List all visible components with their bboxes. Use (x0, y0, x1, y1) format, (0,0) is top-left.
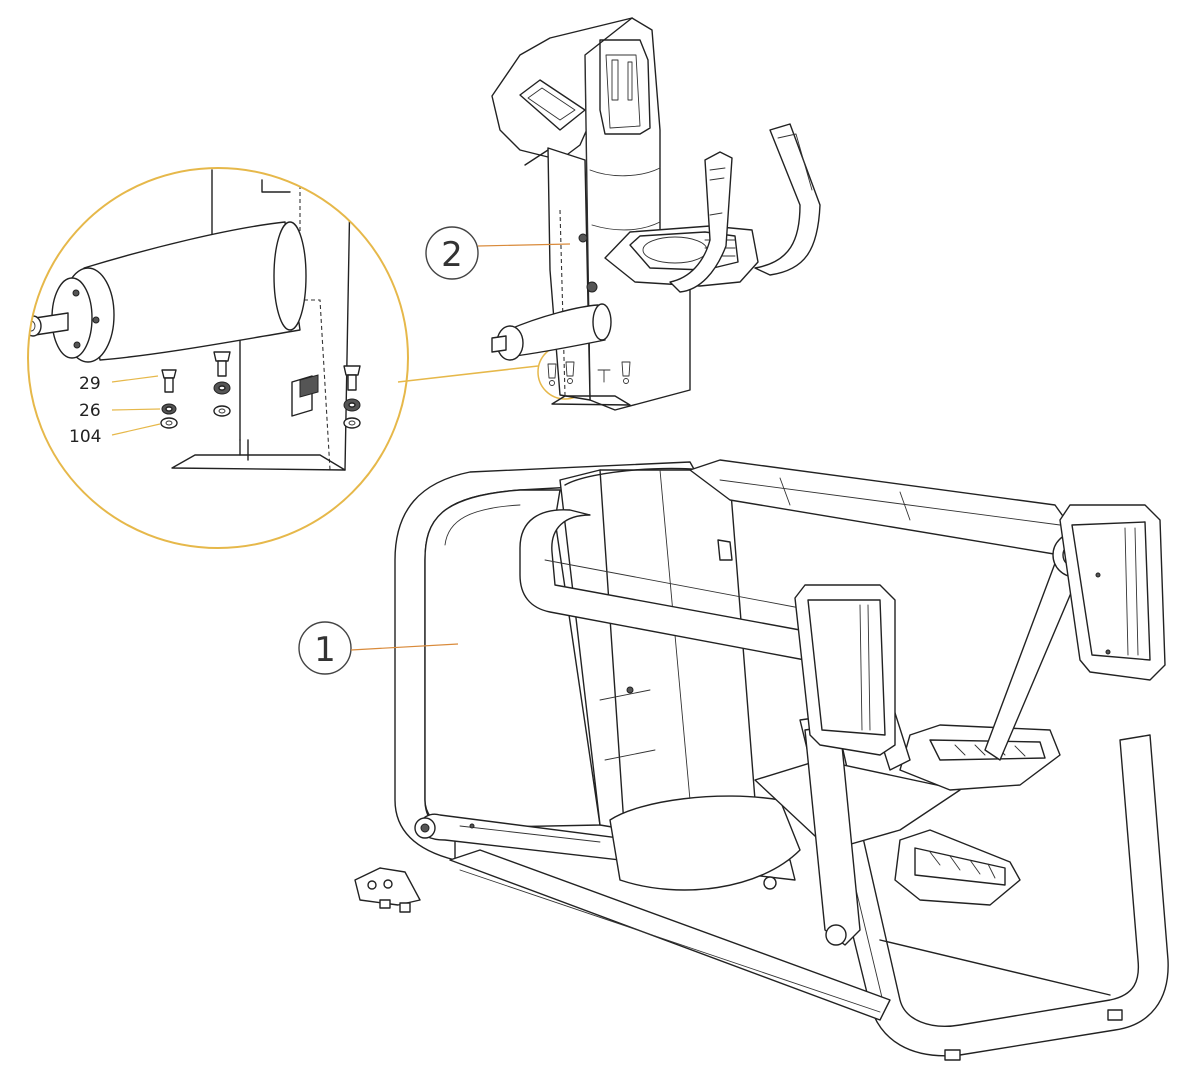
hardware-stack-right (343, 365, 361, 429)
hardware-stack-middle (213, 351, 231, 417)
callout-number-2: 2 (441, 235, 463, 275)
main-frame-assembly (354, 459, 1169, 1061)
callout-upper-console: 2 (425, 226, 571, 280)
hardware-stack-left (160, 369, 178, 429)
detail-view: 29 26 104 (27, 167, 593, 549)
axle-cylinder-detail (28, 221, 307, 363)
callout-number-1: 1 (314, 630, 336, 670)
upper-console-assembly (491, 17, 821, 411)
part-label-bolt: 29 (79, 374, 101, 394)
callout-main-frame: 1 (298, 621, 459, 675)
part-label-lock-washer: 26 (79, 401, 101, 421)
part-label-flat-washer: 104 (69, 427, 101, 447)
